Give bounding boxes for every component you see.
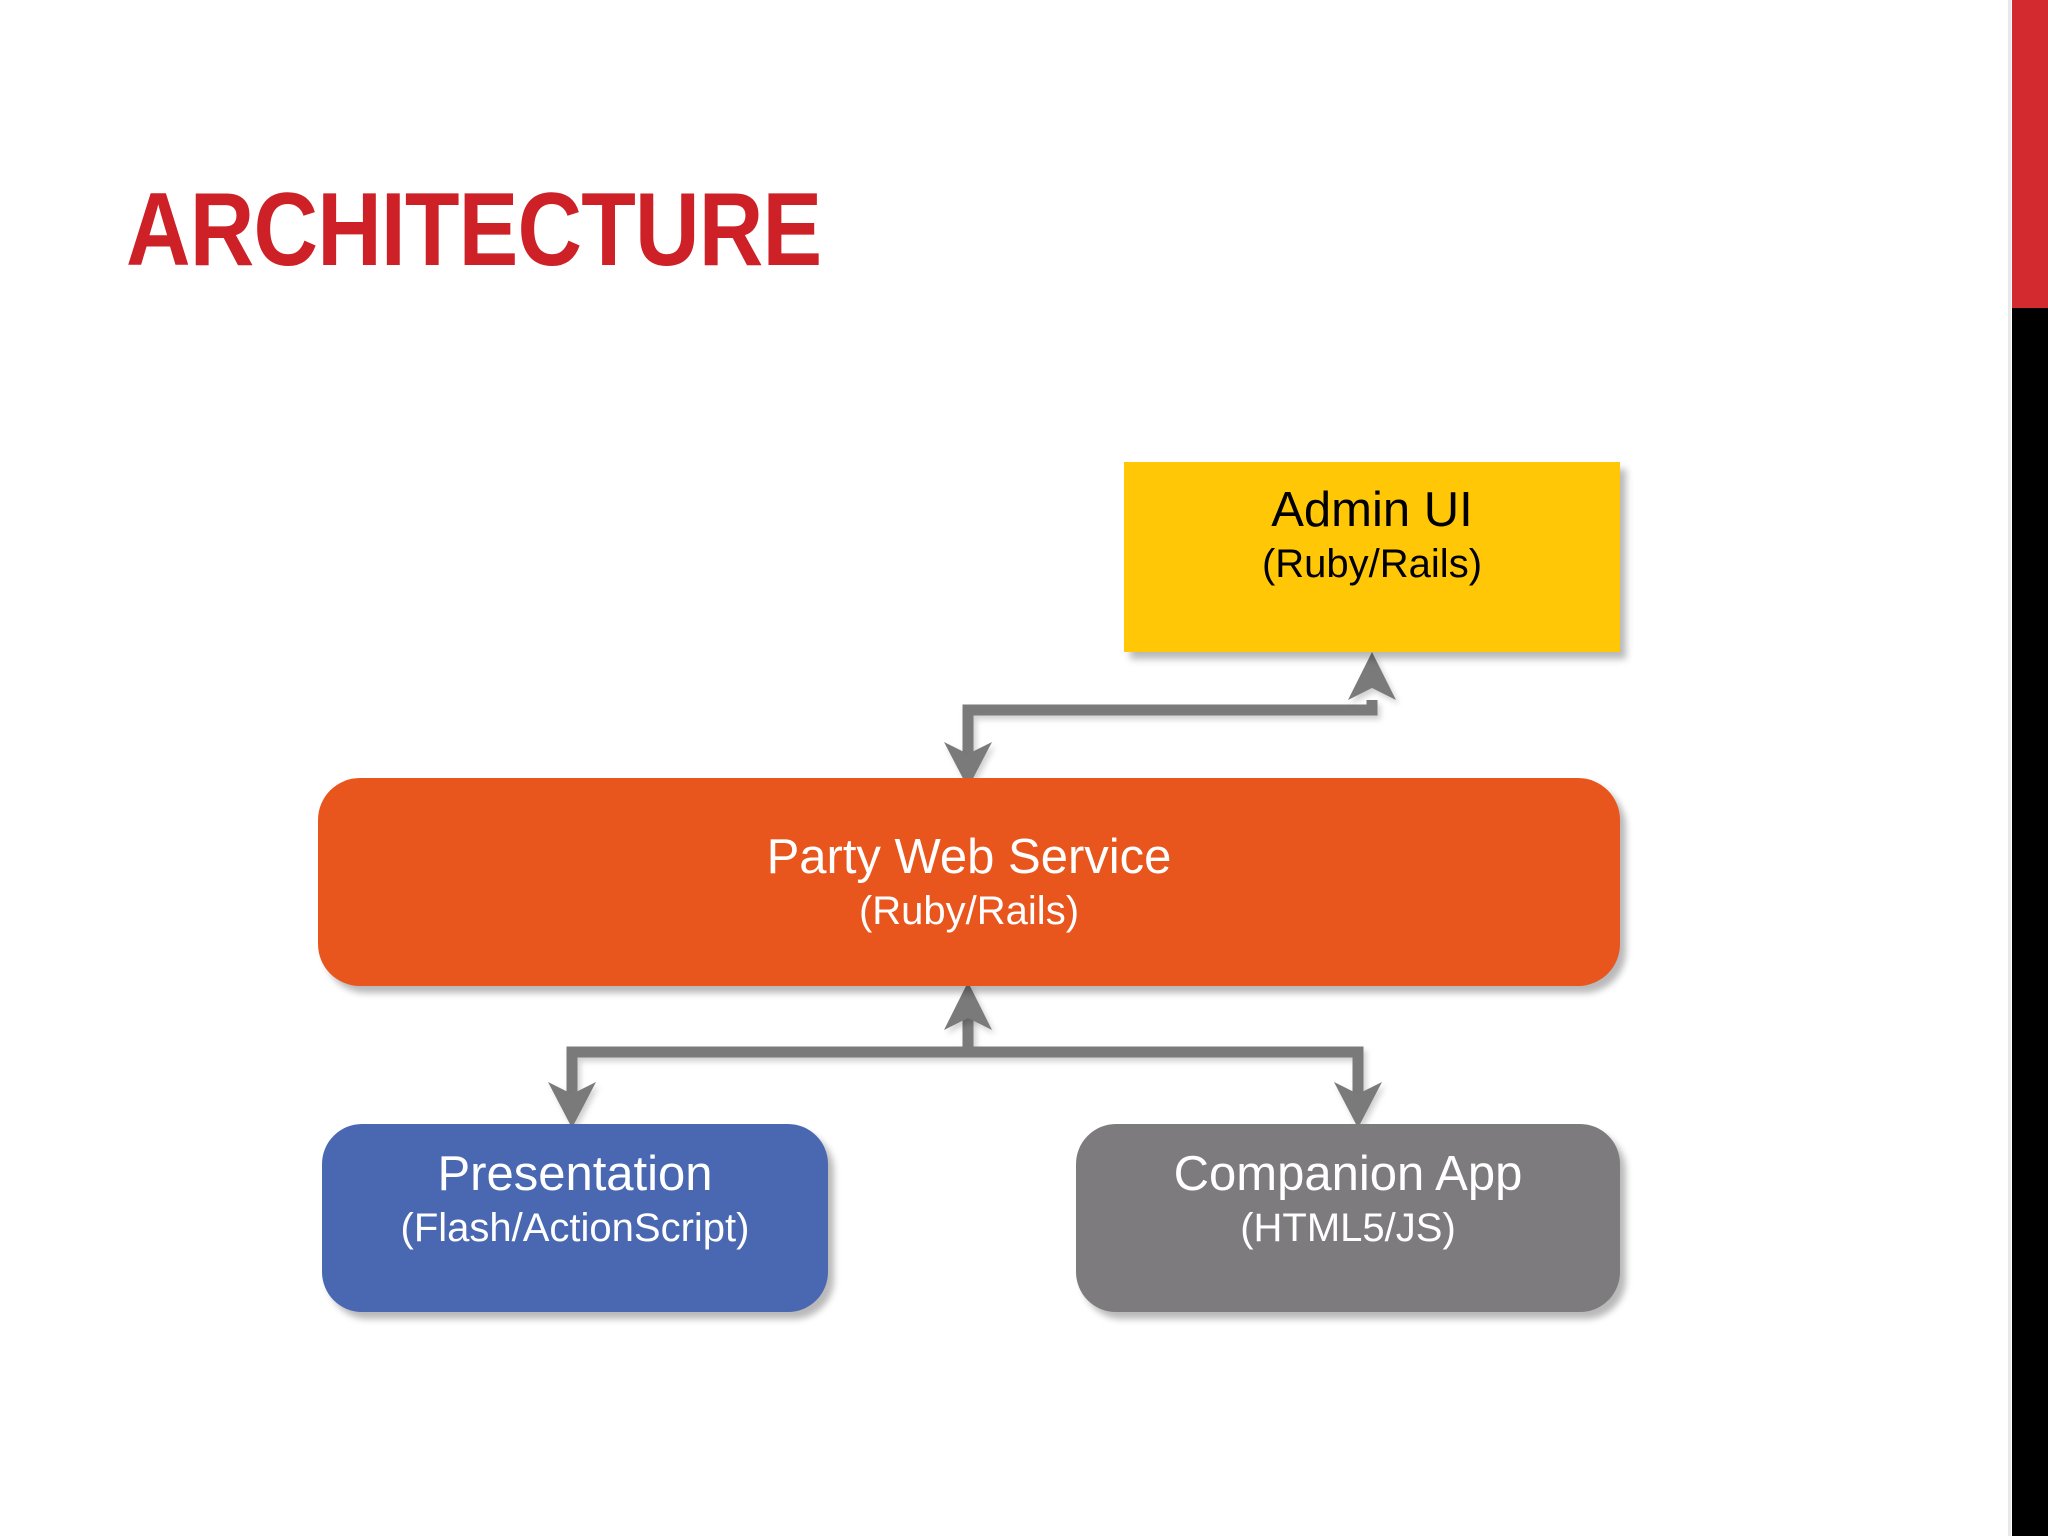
node-companion-app-subtitle: (HTML5/JS) [1240, 1206, 1456, 1250]
arrowhead-down-companion-app [1334, 1082, 1382, 1128]
arrowhead-up-party-web-service [944, 982, 992, 1030]
edge-party-web-service-children [566, 1000, 1364, 1106]
node-companion-app[interactable]: Companion App (HTML5/JS) [1076, 1124, 1620, 1312]
arrowhead-down-presentation [548, 1082, 596, 1128]
node-presentation-title: Presentation [437, 1147, 713, 1201]
node-companion-app-title: Companion App [1173, 1147, 1523, 1201]
node-admin-ui-title: Admin UI [1271, 483, 1473, 537]
node-party-web-service-subtitle: (Ruby/Rails) [858, 888, 1080, 933]
right-edge-black-bar [2012, 308, 2048, 1536]
node-party-web-service[interactable]: Party Web Service (Ruby/Rails) [318, 778, 1620, 986]
node-presentation-subtitle: (Flash/ActionScript) [400, 1206, 750, 1250]
page-title: ARCHITECTURE [126, 172, 822, 288]
node-presentation[interactable]: Presentation (Flash/ActionScript) [322, 1124, 828, 1312]
node-party-web-service-title: Party Web Service [766, 829, 1172, 884]
right-edge-hairline [2008, 0, 2011, 1536]
arrowhead-up-admin-ui [1348, 652, 1396, 700]
right-edge-red-bar [2012, 0, 2048, 308]
node-admin-ui[interactable]: Admin UI (Ruby/Rails) [1124, 462, 1620, 652]
node-admin-ui-subtitle: (Ruby/Rails) [1261, 542, 1483, 586]
edge-party-web-service-admin-ui [962, 700, 1378, 762]
